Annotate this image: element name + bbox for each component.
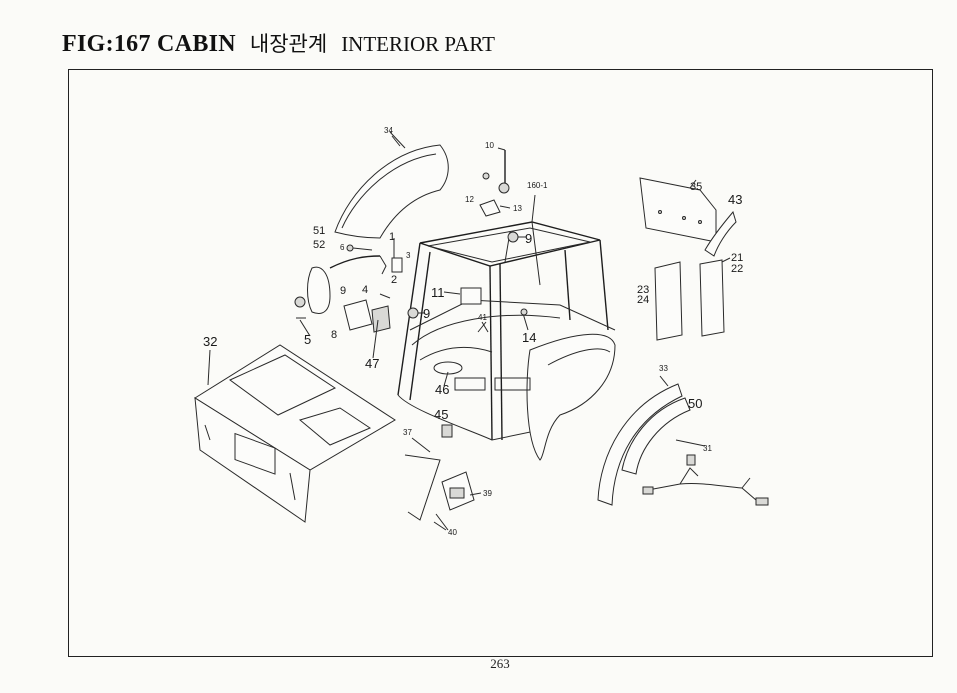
label-10: 10 [485, 141, 494, 150]
label-13: 13 [513, 204, 522, 213]
label-43: 43 [728, 192, 742, 207]
part-39-bracket [441, 471, 475, 511]
part-31-harness [642, 439, 769, 506]
part-11-bracket [443, 287, 482, 305]
label-2: 2 [391, 274, 397, 286]
part-40-screw [435, 513, 449, 531]
label-32: 32 [203, 334, 217, 349]
label-37: 37 [403, 428, 412, 437]
label-8: 8 [331, 329, 337, 341]
part-34-headliner [334, 131, 449, 239]
part-46-tube [433, 361, 463, 375]
label-22: 22 [731, 263, 743, 275]
part-32-floor-plate [194, 344, 396, 523]
label-41: 41 [478, 313, 487, 322]
part-33-fender [597, 383, 683, 506]
label-160-1: 160-1 [527, 181, 548, 190]
label-52: 52 [313, 239, 325, 251]
leader-lines [207, 135, 669, 531]
part-10-bolt [482, 147, 510, 194]
label-24: 24 [637, 294, 649, 306]
part-50-liner [621, 397, 691, 475]
label-9-mid: 9 [423, 306, 430, 321]
label-45: 45 [434, 407, 448, 422]
cabin-frame-160-1 [397, 194, 616, 461]
label-39: 39 [483, 489, 492, 498]
part-6-screw [346, 244, 373, 252]
part-12-13-lamp [479, 199, 511, 217]
label-9-heater: 9 [340, 285, 346, 297]
label-31: 31 [703, 444, 712, 453]
part-23-24-pillar [654, 261, 683, 341]
label-12: 12 [465, 195, 474, 204]
label-50: 50 [688, 396, 702, 411]
label-34: 34 [384, 126, 393, 135]
label-5: 5 [304, 332, 311, 347]
label-40: 40 [448, 528, 457, 537]
part-43-trim [704, 210, 737, 257]
label-35: 35 [690, 181, 702, 193]
part-9-knob-mid [407, 307, 425, 319]
label-46: 46 [435, 382, 449, 397]
part-51-52-mirror [294, 255, 387, 319]
label-4: 4 [362, 284, 368, 296]
page-number: 263 [490, 656, 510, 671]
part-41-14-fittings [477, 308, 529, 333]
part-35-panel [639, 177, 717, 243]
part-9-knob-top [507, 231, 526, 243]
korean-title: 내장관계 [249, 32, 328, 56]
part-1-3-knob [391, 238, 403, 273]
english-title: INTERIOR PART [341, 32, 495, 56]
label-21: 21 [731, 252, 743, 264]
figure-title: FIG:167 CABIN 내장관계 INTERIOR PART [62, 28, 495, 64]
label-14: 14 [522, 330, 536, 345]
label-33: 33 [659, 364, 668, 373]
label-51: 51 [313, 225, 325, 237]
label-6: 6 [340, 243, 345, 252]
label-11: 11 [431, 285, 445, 300]
label-47: 47 [365, 356, 379, 371]
figure-id: FIG:167 CABIN [62, 31, 236, 57]
part-21-22-pillar [699, 257, 731, 337]
label-23: 23 [637, 284, 649, 296]
part-37-cover [404, 454, 441, 521]
label-3: 3 [406, 251, 411, 260]
diagram-frame [68, 69, 933, 657]
part-8-4-2-heater [343, 293, 391, 333]
label-9-top: 9 [525, 231, 532, 246]
label-1: 1 [389, 231, 395, 243]
part-45-switch [441, 424, 453, 438]
